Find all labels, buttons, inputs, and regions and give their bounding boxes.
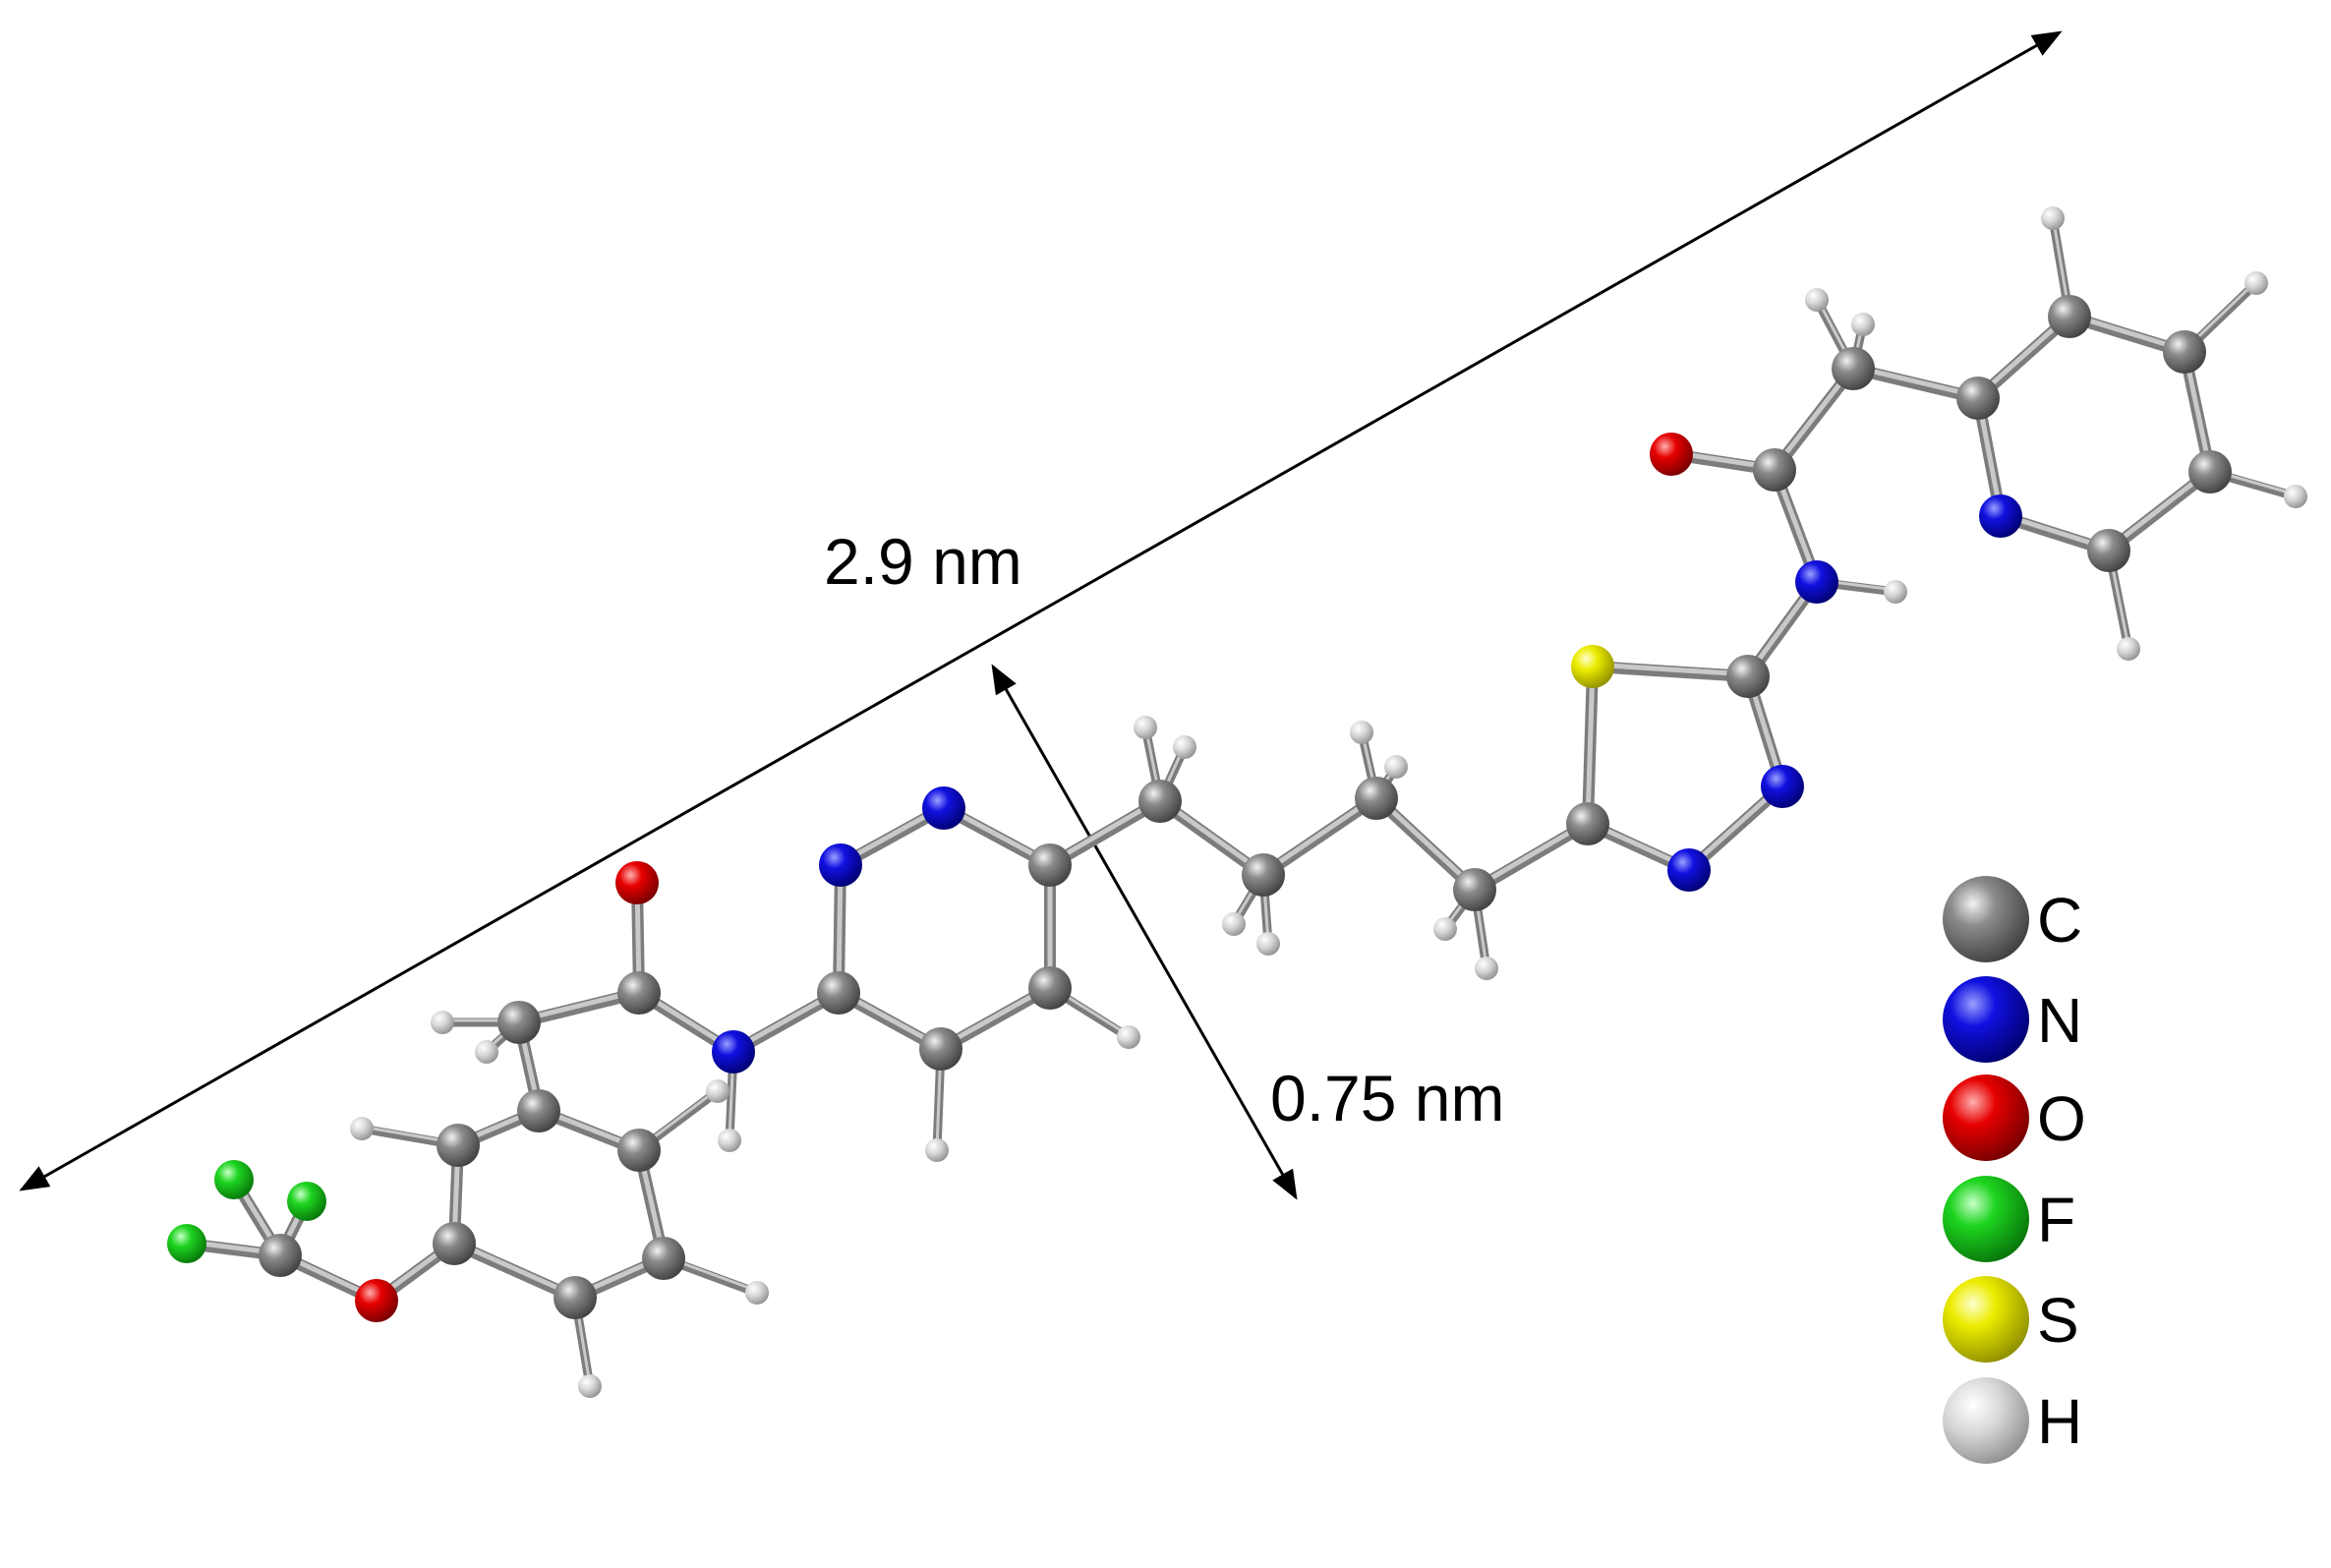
carbon-atom-c7 xyxy=(259,1234,302,1277)
oxygen-atom-o1 xyxy=(355,1279,398,1322)
hydrogen-atom-h4 xyxy=(706,1079,729,1103)
carbon-atom-c18 xyxy=(1566,802,1609,845)
nitrogen-atom-n5 xyxy=(1761,765,1804,808)
hydrogen-atom-h8 xyxy=(925,1138,949,1162)
carbon-atom-c10 xyxy=(817,971,860,1015)
legend-item-n: N xyxy=(1943,976,2082,1063)
legend-swatch-f xyxy=(1943,1176,2029,1262)
sulfur-atom-s1 xyxy=(1571,645,1614,688)
nitrogen-atom-n2 xyxy=(819,843,862,887)
width-label: 0.75 nm xyxy=(1270,1062,1504,1134)
hydrogen-atom-h24 xyxy=(2041,206,2065,230)
legend-swatch-n xyxy=(1943,976,2029,1063)
legend-item-c: C xyxy=(1943,876,2082,962)
carbon-atom-c16 xyxy=(1355,777,1398,820)
fluorine-atom-f3 xyxy=(167,1224,206,1263)
legend-swatch-s xyxy=(1943,1276,2029,1363)
legend-swatch-h xyxy=(1943,1377,2029,1464)
carbon-atom-c4 xyxy=(554,1276,597,1319)
carbon-atom-c22 xyxy=(1956,377,2000,420)
dimension-arrows: 2.9 nm 0.75 nm xyxy=(19,30,2063,1200)
hydrogen-atom-h14 xyxy=(1350,721,1373,744)
width-arrow xyxy=(991,664,1298,1200)
legend-item-s: S xyxy=(1943,1276,2079,1363)
carbon-atom-c23 xyxy=(2087,529,2130,572)
hydrogen-atom-h21 xyxy=(2117,637,2140,661)
carbon-atom-c5 xyxy=(642,1237,685,1280)
carbon-atom-c1 xyxy=(517,1089,560,1132)
hydrogen-atom-h23 xyxy=(2244,271,2268,295)
hydrogen-atom-h1 xyxy=(350,1117,374,1140)
oxygen-atom-o3 xyxy=(1650,433,1693,476)
hydrogen-atom-h18 xyxy=(1884,580,1907,604)
carbon-atom-c24 xyxy=(2188,450,2232,494)
carbon-atom-c26 xyxy=(2048,295,2091,338)
legend-label-s: S xyxy=(2037,1285,2079,1356)
hydrogen-atom-h2 xyxy=(578,1374,602,1398)
nitrogen-atom-n7 xyxy=(1979,494,2022,538)
hydrogen-atom-h19 xyxy=(1805,288,1829,312)
hydrogen-atom-h11 xyxy=(1173,735,1196,759)
legend-item-f: F xyxy=(1943,1176,2075,1262)
carbon-atom-c14 xyxy=(1138,780,1182,823)
carbon-atom-c20 xyxy=(1753,448,1796,492)
carbon-atom-c2 xyxy=(437,1124,480,1167)
legend-label-n: N xyxy=(2037,985,2082,1056)
bond-highlight-s1-c18 xyxy=(1585,662,1596,825)
legend-item-h: H xyxy=(1943,1377,2082,1464)
carbon-atom-c15 xyxy=(1242,853,1285,897)
carbon-atom-c25 xyxy=(2163,330,2206,374)
legend-item-o: O xyxy=(1943,1074,2086,1161)
nitrogen-atom-n3 xyxy=(922,786,965,830)
carbon-atom-c17 xyxy=(1453,868,1496,911)
hydrogen-atom-h12 xyxy=(1222,912,1246,936)
hydrogen-atom-h17 xyxy=(1475,957,1498,980)
carbon-atom-c13 xyxy=(919,1027,962,1071)
hydrogen-atom-h6 xyxy=(475,1040,498,1064)
nitrogen-atom-n1 xyxy=(712,1030,755,1074)
hydrogen-atom-h5 xyxy=(431,1011,454,1034)
legend-label-h: H xyxy=(2037,1386,2082,1457)
oxygen-atom-o2 xyxy=(615,861,659,904)
legend-label-f: F xyxy=(2037,1185,2075,1255)
carbon-atom-c11 xyxy=(1028,843,1072,887)
legend-swatch-o xyxy=(1943,1074,2029,1161)
length-label: 2.9 nm xyxy=(824,525,1022,598)
element-legend: C N O F S H xyxy=(1943,876,2086,1464)
hydrogen-atom-h10 xyxy=(1134,716,1157,739)
hydrogen-atom-h16 xyxy=(1433,917,1457,941)
fluorine-atom-f2 xyxy=(214,1160,254,1199)
legend-label-o: O xyxy=(2037,1083,2086,1154)
bond-highlight-c19-s1 xyxy=(1590,662,1751,677)
bond-highlight-c15-c16 xyxy=(1260,793,1379,876)
hydrogen-atom-h9 xyxy=(1117,1025,1140,1049)
hydrogen-atom-h20 xyxy=(1851,313,1875,336)
legend-label-c: C xyxy=(2037,885,2082,956)
length-arrow xyxy=(19,30,2063,1191)
hydrogen-atom-h3 xyxy=(745,1281,769,1305)
hydrogen-atom-h7 xyxy=(718,1129,741,1152)
atoms-layer xyxy=(167,206,2307,1398)
carbon-atom-c3 xyxy=(433,1222,476,1265)
hydrogen-atom-h22 xyxy=(2284,485,2307,508)
fluorine-atom-f1 xyxy=(287,1182,326,1221)
carbon-atom-c12 xyxy=(1028,966,1072,1010)
carbon-atom-c8 xyxy=(497,1001,541,1044)
carbon-atom-c9 xyxy=(617,971,661,1015)
nitrogen-atom-n6 xyxy=(1795,560,1838,604)
carbon-atom-c21 xyxy=(1832,347,1875,390)
hydrogen-atom-h13 xyxy=(1256,932,1280,956)
hydrogen-atom-h15 xyxy=(1384,755,1408,779)
carbon-atom-c19 xyxy=(1726,655,1770,698)
legend-swatch-c xyxy=(1943,876,2029,962)
carbon-atom-c6 xyxy=(617,1129,661,1172)
nitrogen-atom-n4 xyxy=(1667,848,1711,892)
